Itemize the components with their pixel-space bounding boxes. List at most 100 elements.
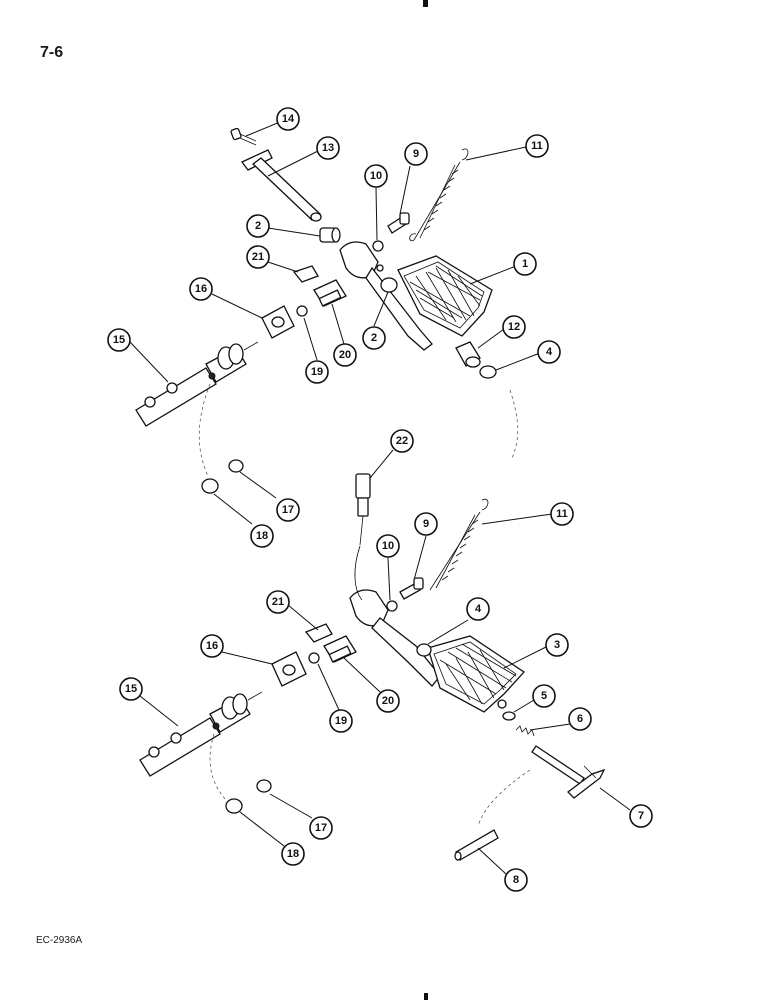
svg-text:1: 1 [522, 258, 528, 270]
callout-18-lower: 18 [281, 842, 305, 866]
svg-text:2: 2 [255, 220, 261, 232]
callout-7: 7 [629, 804, 653, 828]
part-pedal-1 [339, 241, 493, 351]
hose-upper [198, 383, 211, 477]
callout-4: 4 [537, 340, 561, 364]
callout-15: 15 [107, 328, 131, 352]
svg-text:4: 4 [546, 346, 553, 358]
callout-9-lower: 9 [414, 512, 438, 536]
svg-text:20: 20 [382, 695, 394, 707]
svg-text:5: 5 [541, 690, 547, 702]
part-17-upper [228, 459, 244, 473]
callout-9: 9 [404, 142, 428, 166]
alignment-line-lower [477, 769, 531, 827]
svg-text:14: 14 [282, 113, 295, 125]
part-washer-5 [502, 711, 516, 721]
svg-text:18: 18 [287, 848, 299, 860]
callout-2: 2 [246, 214, 270, 238]
callout-17: 17 [276, 498, 300, 522]
part-clevis-20-lower [323, 635, 357, 663]
svg-text:2: 2 [371, 332, 377, 344]
figure-code: EC-2936A [36, 935, 83, 946]
part-nut-19 [296, 305, 308, 317]
part-bushing-2-lower [380, 277, 398, 293]
svg-text:17: 17 [282, 504, 294, 516]
part-spring-6 [515, 725, 535, 737]
callout-5: 5 [532, 684, 556, 708]
part-bolt-14 [230, 127, 257, 146]
svg-text:8: 8 [513, 874, 519, 886]
part-spring-11 [409, 148, 469, 242]
callout-3: 3 [545, 633, 569, 657]
part-spring-11-lower [429, 498, 489, 591]
svg-text:9: 9 [423, 518, 429, 530]
callout-1: 1 [513, 252, 537, 276]
callout-4-lower: 4 [466, 597, 490, 621]
page-number: 7-6 [40, 44, 64, 61]
callout-6: 6 [568, 707, 592, 731]
svg-text:18: 18 [256, 530, 268, 542]
part-bolt-9-lower [399, 577, 424, 600]
svg-text:9: 9 [413, 148, 419, 160]
svg-text:15: 15 [125, 683, 137, 695]
part-clevis-20 [313, 279, 347, 307]
callout-21-lower: 21 [266, 590, 290, 614]
callout-2-lower: 2 [362, 326, 386, 350]
callout-16-lower: 16 [200, 634, 224, 658]
part-bushing-4 [479, 365, 497, 379]
part-17-lower [256, 779, 272, 793]
callout-16: 16 [189, 277, 213, 301]
part-pin-13 [240, 149, 322, 222]
callout-14: 14 [276, 107, 300, 131]
hose-lower [209, 733, 227, 801]
callout-8: 8 [504, 868, 528, 892]
callout-19-lower: 19 [329, 709, 353, 733]
part-washer-10 [372, 240, 384, 252]
switch-wire [354, 545, 363, 601]
callouts: 14 13 10 9 11 2 21 1 16 2 12 15 20 4 19 … [107, 107, 653, 892]
registration-mark-bottom [424, 993, 428, 1000]
part-tube-8 [454, 829, 499, 861]
part-master-cylinder-15-lower [139, 691, 263, 777]
upper-assembly [135, 127, 519, 546]
svg-text:17: 17 [315, 822, 327, 834]
callout-15-lower: 15 [119, 677, 143, 701]
callout-22: 22 [390, 429, 414, 453]
svg-text:12: 12 [508, 321, 520, 333]
leader-lines [129, 121, 631, 875]
svg-text:19: 19 [311, 366, 323, 378]
part-bushing-2 [319, 227, 341, 243]
part-nut-19-lower [308, 652, 320, 664]
alignment-line-upper [509, 389, 519, 459]
part-rod-7 [531, 745, 606, 799]
part-washer-10-lower [386, 600, 398, 612]
svg-text:19: 19 [335, 715, 347, 727]
svg-text:11: 11 [556, 508, 568, 520]
part-gasket-16 [261, 305, 295, 339]
callout-21: 21 [246, 245, 270, 269]
svg-text:16: 16 [206, 640, 218, 652]
svg-text:15: 15 [113, 334, 125, 346]
part-clip-21 [292, 265, 319, 283]
svg-text:21: 21 [252, 251, 264, 263]
svg-text:4: 4 [475, 603, 482, 615]
callout-10-lower: 10 [376, 534, 400, 558]
registration-mark-top [423, 0, 428, 7]
callout-17-lower: 17 [309, 816, 333, 840]
svg-text:10: 10 [382, 540, 394, 552]
part-clip-21-lower [304, 623, 333, 643]
callout-12: 12 [502, 315, 526, 339]
svg-text:11: 11 [531, 140, 543, 152]
svg-text:10: 10 [370, 170, 382, 182]
callout-13: 13 [316, 136, 340, 160]
callout-18: 18 [250, 524, 274, 548]
svg-text:6: 6 [577, 713, 583, 725]
callout-11-lower: 11 [550, 502, 574, 526]
callout-19: 19 [305, 360, 329, 384]
part-18-lower [225, 798, 243, 814]
part-gasket-16-lower [271, 651, 307, 687]
svg-text:3: 3 [554, 639, 560, 651]
lower-assembly [139, 498, 606, 861]
svg-text:21: 21 [272, 596, 284, 608]
